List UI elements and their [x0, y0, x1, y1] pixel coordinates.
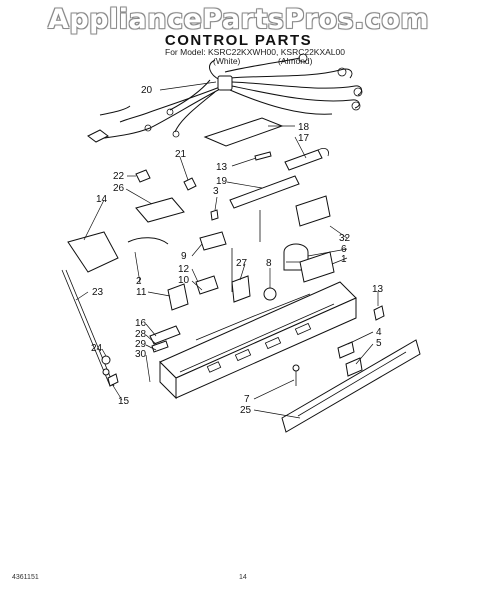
callout-23: 23 — [92, 287, 104, 298]
control-cover-plate — [203, 117, 284, 147]
screw-3 — [210, 209, 219, 221]
callout-17: 17 — [298, 133, 310, 144]
callout-22: 22 — [113, 171, 125, 182]
model-line: For Model: KSRC22KXWH00, KSRC22KXAL00 — [165, 47, 345, 57]
control-housing — [159, 281, 357, 400]
bracket-1 — [299, 251, 335, 283]
callout-5: 5 — [376, 338, 382, 349]
trim-panel-25 — [281, 339, 421, 433]
callout-18: 18 — [298, 122, 310, 133]
part-24 — [101, 355, 111, 365]
callout-1: 1 — [341, 254, 347, 265]
diagram-title: CONTROL PARTS — [164, 32, 313, 49]
rod-23 — [61, 269, 111, 387]
callout-9: 9 — [181, 251, 187, 262]
callout-28: 28 — [135, 329, 147, 340]
variant-almond: (Almond) — [278, 56, 313, 66]
callout-14: 14 — [96, 194, 108, 205]
bracket-27 — [231, 275, 251, 303]
callout-29: 29 — [135, 339, 147, 350]
part-5 — [345, 357, 363, 377]
callout-3: 3 — [213, 186, 219, 197]
wire-harness — [87, 53, 363, 143]
light-bulb — [229, 175, 300, 209]
part-15 — [107, 373, 119, 387]
damper-11 — [167, 283, 189, 311]
callout-21: 21 — [175, 149, 187, 160]
light-shield — [67, 231, 119, 273]
callout-24: 24 — [91, 343, 103, 354]
callout-7: 7 — [244, 394, 250, 405]
callout-27: 27 — [236, 258, 248, 269]
callout-26: 26 — [113, 183, 125, 194]
clip-21 — [183, 177, 197, 191]
callout-10: 10 — [178, 275, 190, 286]
callout-2: 2 — [136, 276, 142, 287]
callout-13b: 13 — [372, 284, 384, 295]
callout-19: 19 — [216, 176, 228, 187]
knob-8 — [263, 287, 277, 301]
callout-6: 6 — [341, 244, 347, 255]
light-socket — [284, 148, 329, 171]
tube-2 — [127, 237, 169, 245]
switch-9 — [199, 231, 227, 251]
callout-15: 15 — [118, 396, 130, 407]
screw-13-top — [254, 151, 272, 161]
clip-22 — [135, 169, 151, 183]
callout-25: 25 — [240, 405, 252, 416]
callout-4: 4 — [376, 327, 382, 338]
callout-labels: 20 18 17 21 13 19 22 26 3 14 32 6 1 9 8 … — [91, 85, 384, 416]
part-4 — [337, 341, 355, 359]
doc-number: 4361151 — [12, 574, 39, 581]
leader-lines — [75, 81, 379, 419]
cover-26 — [135, 197, 185, 223]
switch-12 — [195, 275, 219, 295]
callout-11: 11 — [136, 287, 147, 298]
callout-16: 16 — [135, 318, 147, 329]
callout-12: 12 — [178, 264, 190, 275]
page-number: 14 — [239, 574, 247, 581]
variant-white: (White) — [213, 56, 241, 66]
part-28 — [151, 340, 169, 353]
site-watermark: AppliancePartsPros.com — [47, 4, 430, 35]
callout-32: 32 — [339, 233, 351, 244]
callout-13a: 13 — [216, 162, 228, 173]
callout-30: 30 — [135, 349, 147, 360]
callout-8: 8 — [266, 258, 272, 269]
screw-13-right — [373, 305, 385, 321]
callout-20: 20 — [141, 85, 153, 96]
bracket-plate — [295, 195, 331, 227]
